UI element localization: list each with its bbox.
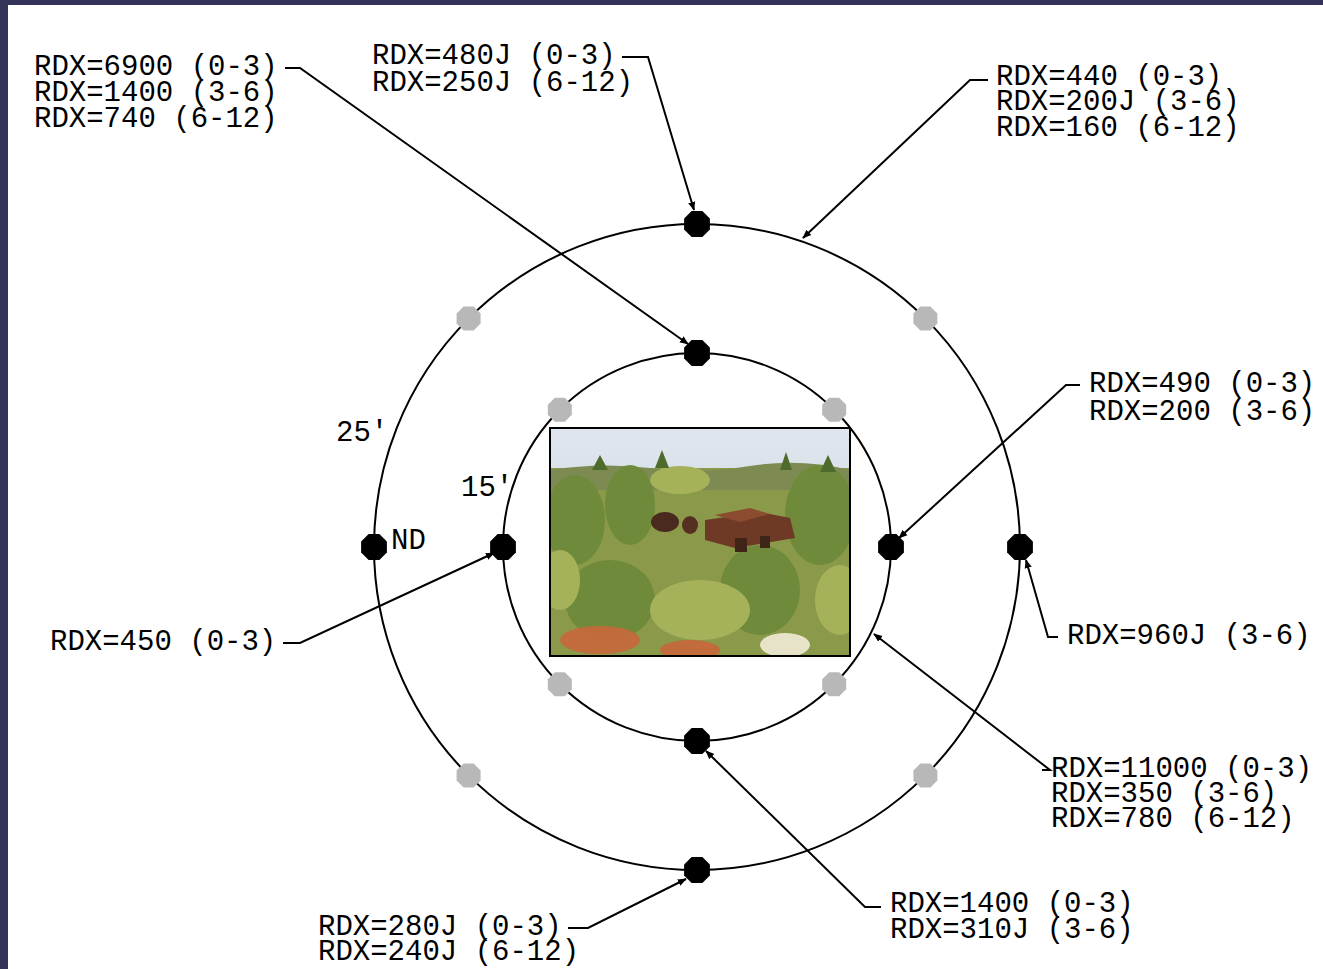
planned-point [457, 763, 481, 787]
frame-bar [0, 0, 8, 969]
sample-points [361, 211, 1033, 883]
sample-result: RDX=780 (6-12) [1050, 807, 1296, 833]
vehicle-wreck [651, 508, 795, 552]
sample-result: RDX=440 (0-3) [995, 65, 1223, 91]
sample-point [684, 211, 710, 237]
sample-result: RDX=450 (0-3) [49, 630, 277, 656]
sample-result: RDX=490 (0-3) [1088, 372, 1316, 398]
leader-line [285, 68, 688, 344]
leader-line [706, 751, 881, 907]
leader-lines [283, 57, 1080, 928]
planned-point [548, 398, 572, 422]
sample-result: RDX=740 (6-12) [33, 107, 279, 133]
leader-line [283, 553, 494, 643]
leader-line [899, 385, 1080, 538]
sample-result: RDX=6900 (0-3) [33, 55, 279, 81]
planned-point [822, 398, 846, 422]
sample-result: RDX=480J (0-3) [371, 44, 617, 70]
sample-point [361, 534, 387, 560]
leader-line [874, 634, 1050, 770]
leader-line [568, 879, 686, 928]
sample-result: RDX=1400 (3-6) [33, 81, 279, 107]
photo-frame [550, 428, 850, 656]
sample-result: RDX=1400 (0-3) [889, 892, 1135, 918]
sample-result: RDX=350 (3-6) [1050, 782, 1278, 808]
sample-result: RDX=250J (6-12) [371, 71, 634, 97]
planned-point [548, 672, 572, 696]
sample-point [684, 340, 710, 366]
leader-line [803, 80, 988, 238]
site-photo [550, 428, 850, 656]
radius-dimension: 25′ [335, 421, 389, 447]
sample-result: RDX=11000 (0-3) [1050, 757, 1313, 783]
sample-result: RDX=310J (3-6) [889, 918, 1135, 944]
sample-result: RDX=200J (3-6) [995, 90, 1241, 116]
sample-point [684, 857, 710, 883]
planned-point [913, 763, 937, 787]
sample-result: RDX=160 (6-12) [995, 116, 1241, 142]
radius-dimension: 15′ [460, 476, 514, 502]
sample-result: RDX=240J (6-12) [317, 940, 580, 966]
sample-result: RDX=960J (3-6) [1066, 624, 1312, 650]
planned-point [913, 307, 937, 331]
non-detect-mark: ND [390, 529, 427, 555]
leader-line [1026, 560, 1058, 637]
inner-ring [503, 353, 891, 741]
frame-bar [0, 0, 1323, 5]
outer-ring [374, 224, 1020, 870]
sample-point [1007, 534, 1033, 560]
sample-point [684, 728, 710, 754]
planned-point [457, 307, 481, 331]
sample-point [490, 534, 516, 560]
sample-result: RDX=200 (3-6) [1088, 400, 1316, 426]
sample-point [878, 534, 904, 560]
sample-result: RDX=280J (0-3) [317, 915, 563, 941]
planned-point [822, 672, 846, 696]
